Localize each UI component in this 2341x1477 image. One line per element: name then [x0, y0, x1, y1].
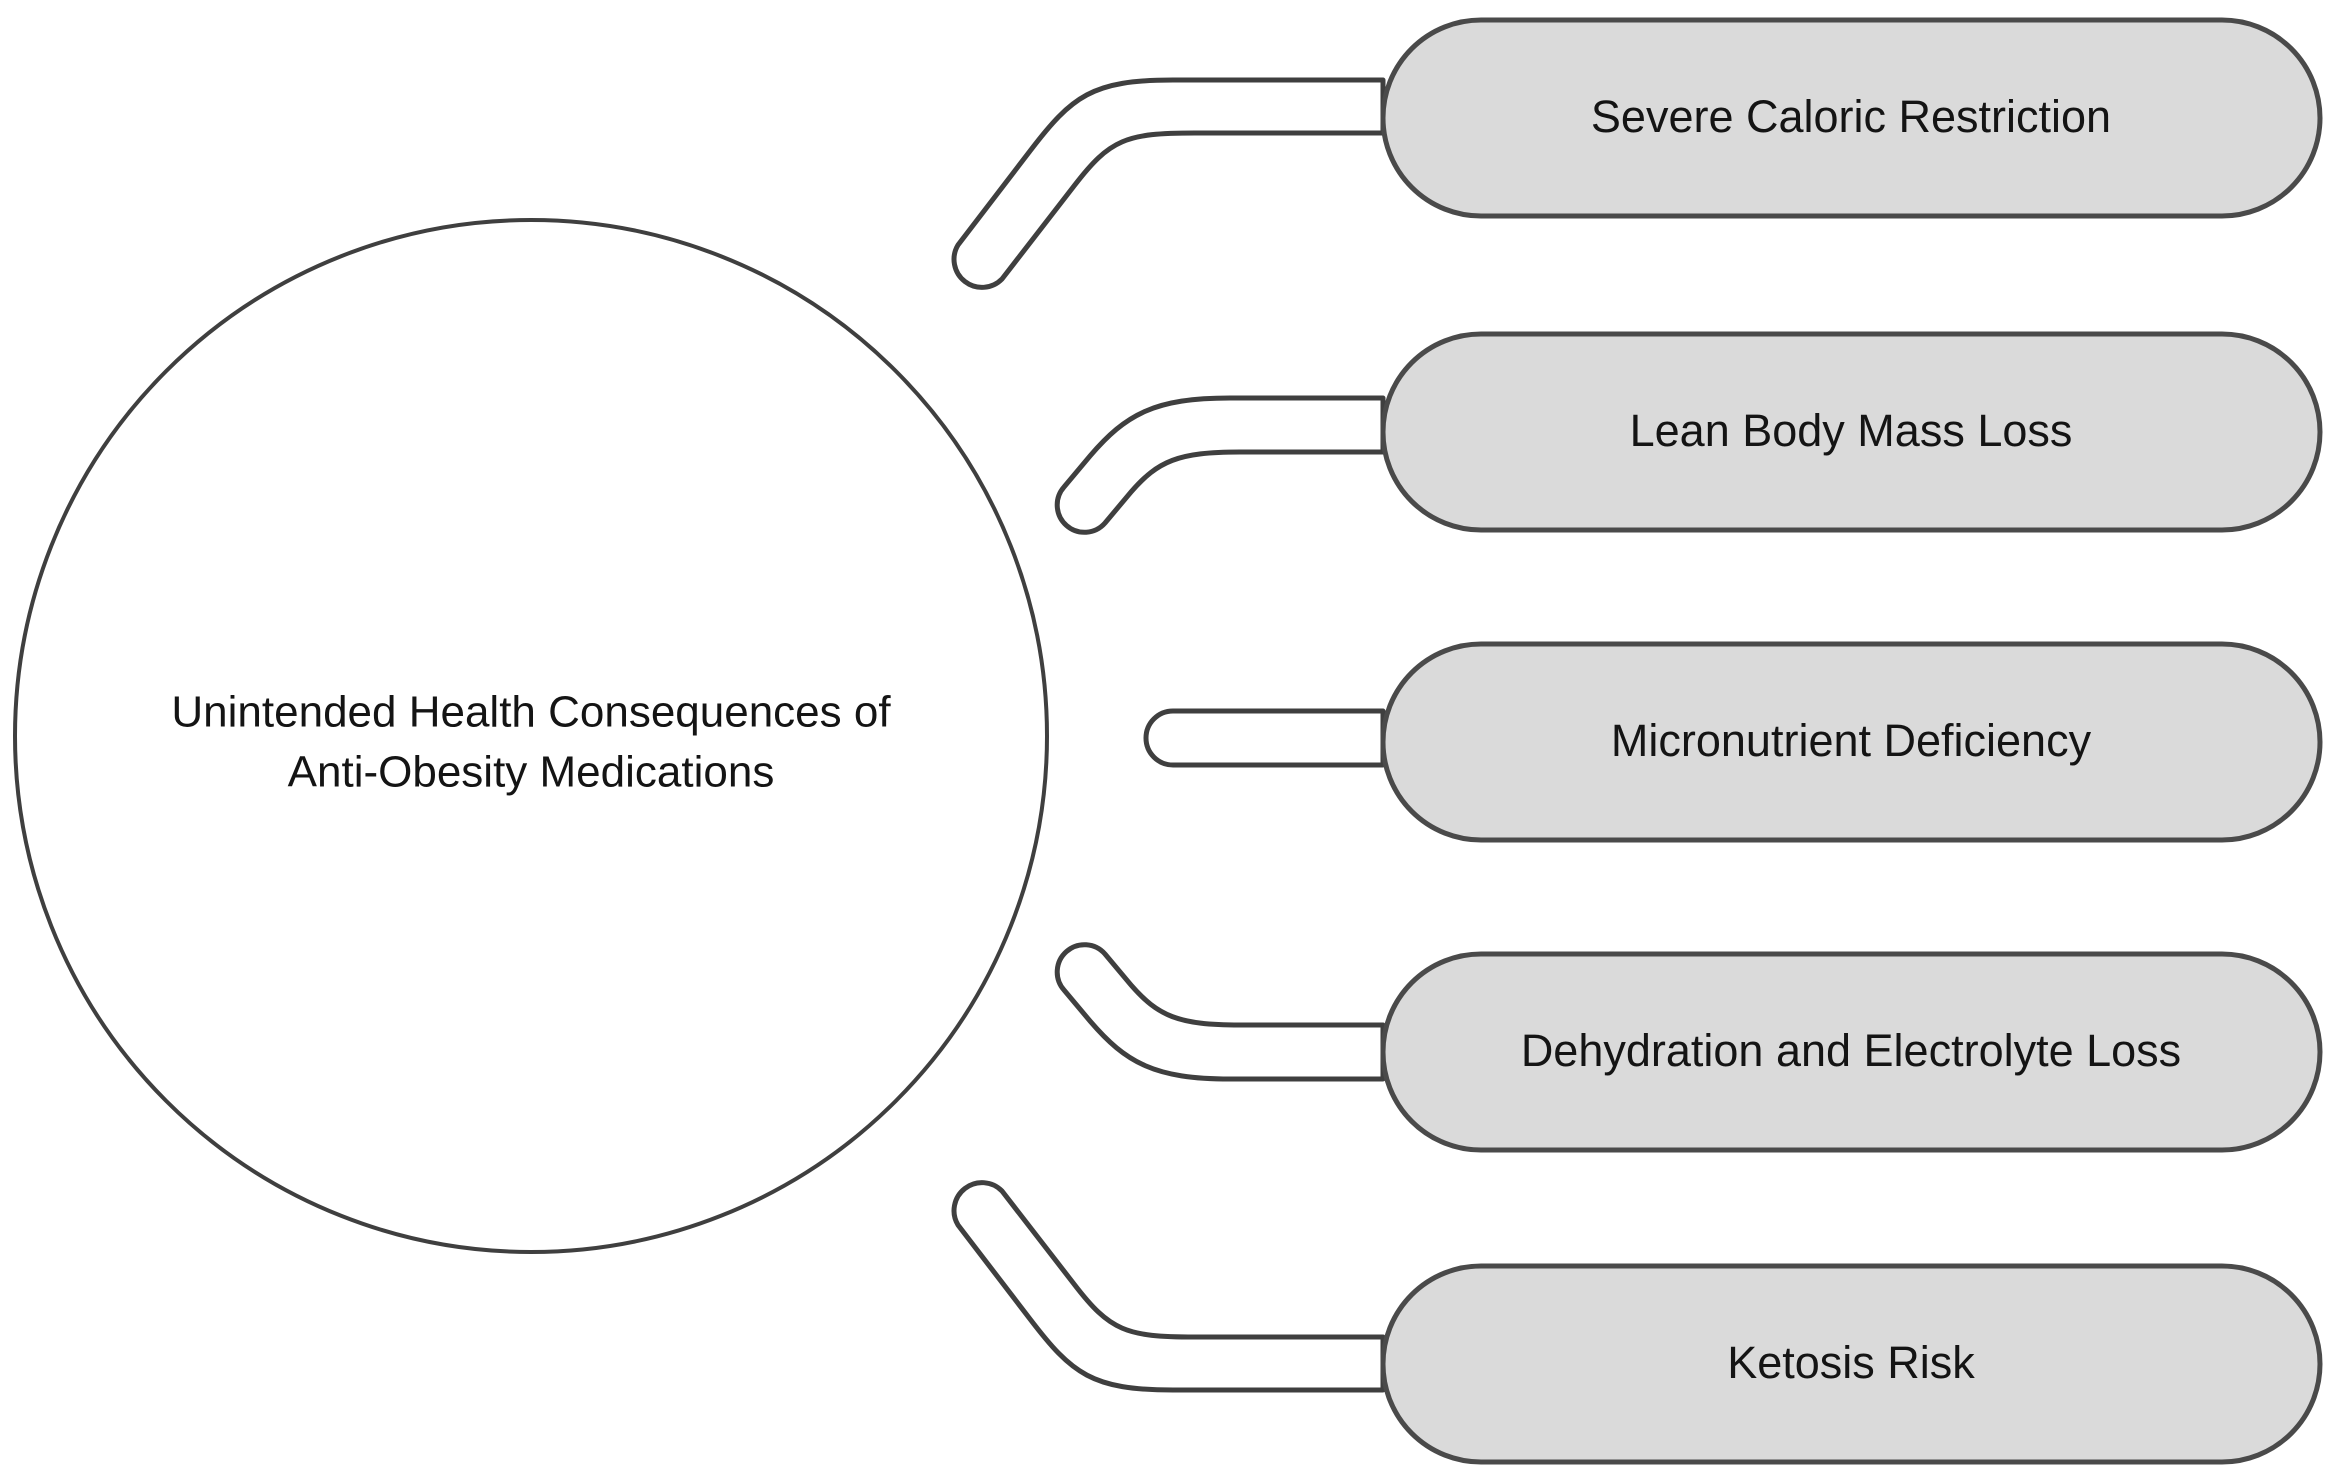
edge-connector-2	[1054, 395, 1386, 535]
edge-connector-3	[1143, 708, 1386, 768]
root-node-label-line2: Anti-Obesity Medications	[288, 748, 775, 797]
branch-node-3-label: Micronutrient Deficiency	[1611, 715, 2092, 766]
branch-node-5-label: Ketosis Risk	[1727, 1337, 1975, 1388]
branch-node-lean-body-mass-loss[interactable]: Lean Body Mass Loss	[1380, 331, 2323, 533]
branch-node-2-shape[interactable]	[1380, 331, 2323, 533]
root-node-shape[interactable]	[13, 218, 1049, 1254]
edge-connector-1	[951, 77, 1386, 290]
branch-node-4-label: Dehydration and Electrolyte Loss	[1521, 1025, 2181, 1076]
branch-node-dehydration-and-electrolyte-loss[interactable]: Dehydration and Electrolyte Loss	[1380, 951, 2323, 1153]
branch-node-2-label: Lean Body Mass Loss	[1630, 405, 2073, 456]
branch-node-4-shape[interactable]	[1380, 951, 2323, 1153]
branch-node-ketosis-risk[interactable]: Ketosis Risk	[1380, 1263, 2323, 1465]
branch-node-3-shape[interactable]	[1380, 641, 2323, 843]
edge-connector-5	[951, 1180, 1386, 1393]
branch-node-severe-caloric-restriction[interactable]: Severe Caloric Restriction	[1380, 17, 2323, 219]
root-node[interactable]: Unintended Health Consequences of Anti-O…	[13, 218, 1049, 1254]
branch-node-1-label: Severe Caloric Restriction	[1591, 91, 2111, 142]
edge-group	[951, 77, 1386, 1393]
branch-node-micronutrient-deficiency[interactable]: Micronutrient Deficiency	[1380, 641, 2323, 843]
branch-node-1-shape[interactable]	[1380, 17, 2323, 219]
branch-node-5-shape[interactable]	[1380, 1263, 2323, 1465]
root-node-label-line1: Unintended Health Consequences of	[171, 688, 891, 737]
edge-connector-4	[1054, 942, 1386, 1082]
